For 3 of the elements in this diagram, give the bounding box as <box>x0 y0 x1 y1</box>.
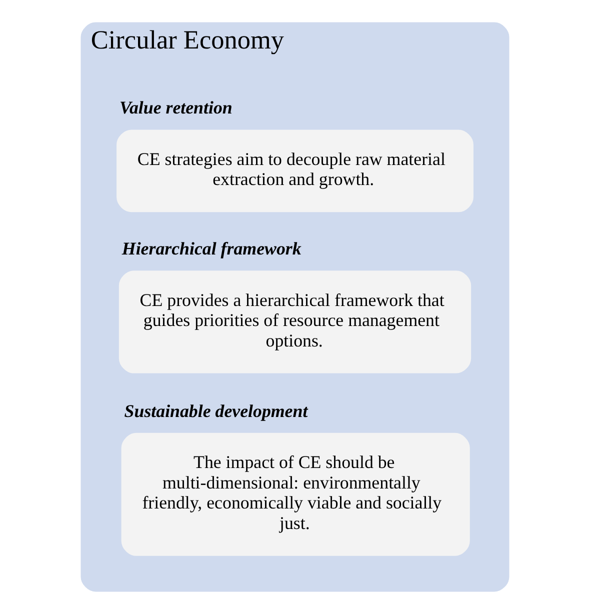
node-label: Value retention <box>120 98 232 118</box>
node-label: Hierarchical framework <box>122 238 302 258</box>
node-label: Sustainable development <box>124 400 308 421</box>
